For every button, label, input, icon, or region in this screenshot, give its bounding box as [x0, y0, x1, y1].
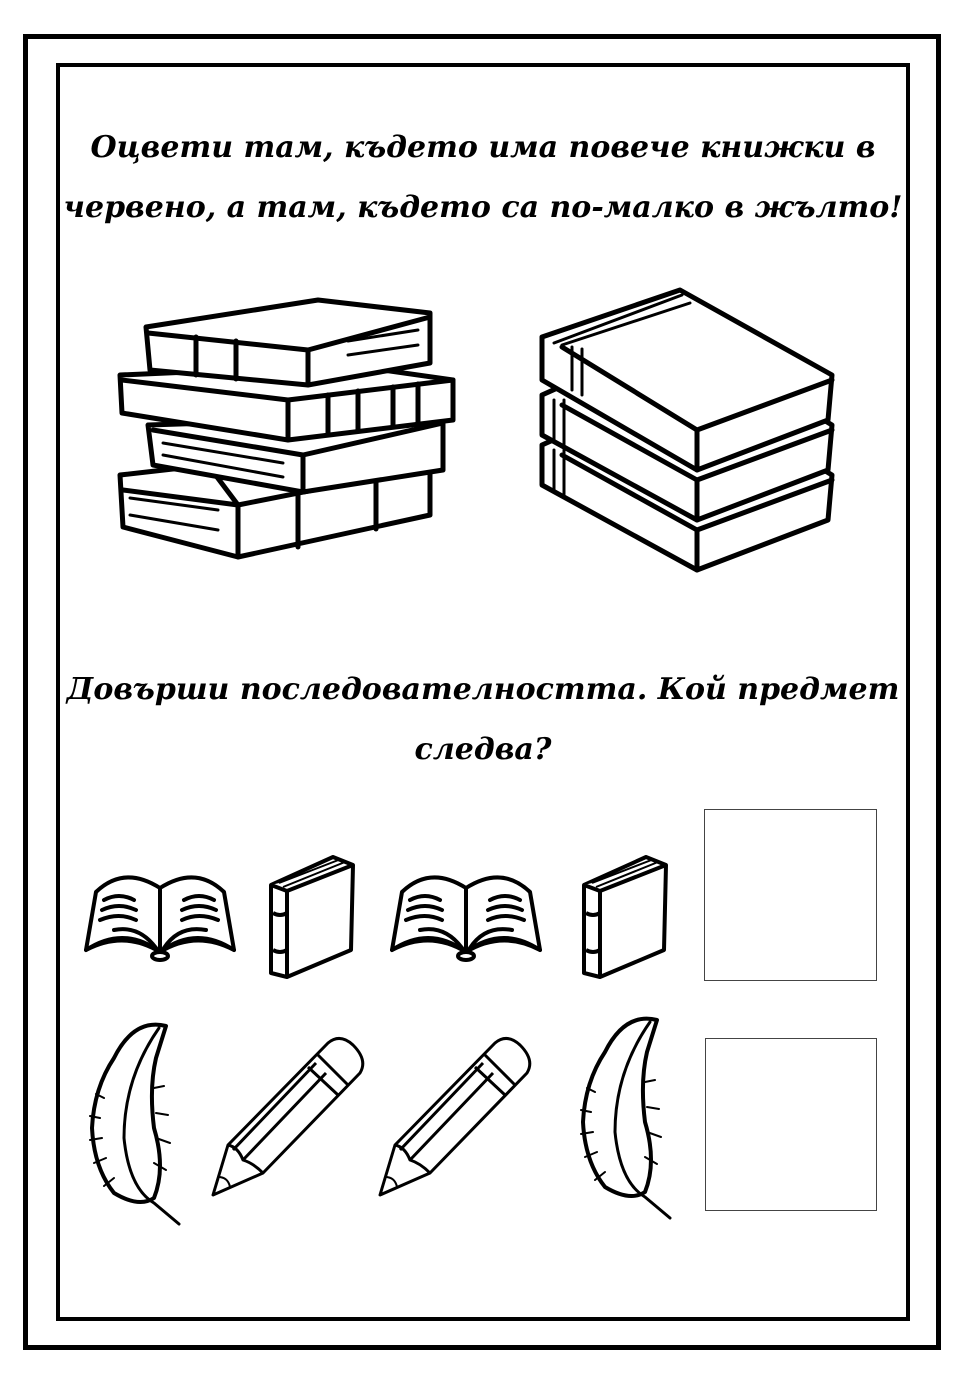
answer-box-row2[interactable]	[705, 1038, 877, 1211]
task2-instruction-line1: Довърши последователността. Кой предмет	[66, 672, 900, 707]
task2-instruction: Довърши последователността. Кой предмет …	[60, 660, 906, 780]
pencil-icon	[375, 1035, 535, 1200]
task1-instruction-line2: червено, а там, където са по-малко в жъл…	[63, 190, 903, 225]
task1-instruction: Оцвети там, където има повече книжки в ч…	[60, 118, 906, 238]
task2-instruction-line2: следва?	[414, 732, 552, 767]
outer-page-border	[23, 34, 941, 1350]
closed-book-icon	[265, 855, 357, 980]
inner-page-border	[56, 63, 910, 1321]
feather-icon	[575, 1012, 675, 1224]
task1-instruction-line1: Оцвети там, където има повече книжки в	[90, 130, 876, 165]
stack-of-four-books-icon	[108, 295, 468, 560]
open-book-icon	[84, 870, 236, 962]
open-book-icon	[390, 870, 542, 962]
closed-book-icon	[578, 855, 670, 980]
pencil-icon	[208, 1035, 368, 1200]
answer-box-row1[interactable]	[704, 809, 877, 981]
feather-icon	[84, 1018, 184, 1230]
stack-of-three-books-icon	[532, 285, 847, 575]
